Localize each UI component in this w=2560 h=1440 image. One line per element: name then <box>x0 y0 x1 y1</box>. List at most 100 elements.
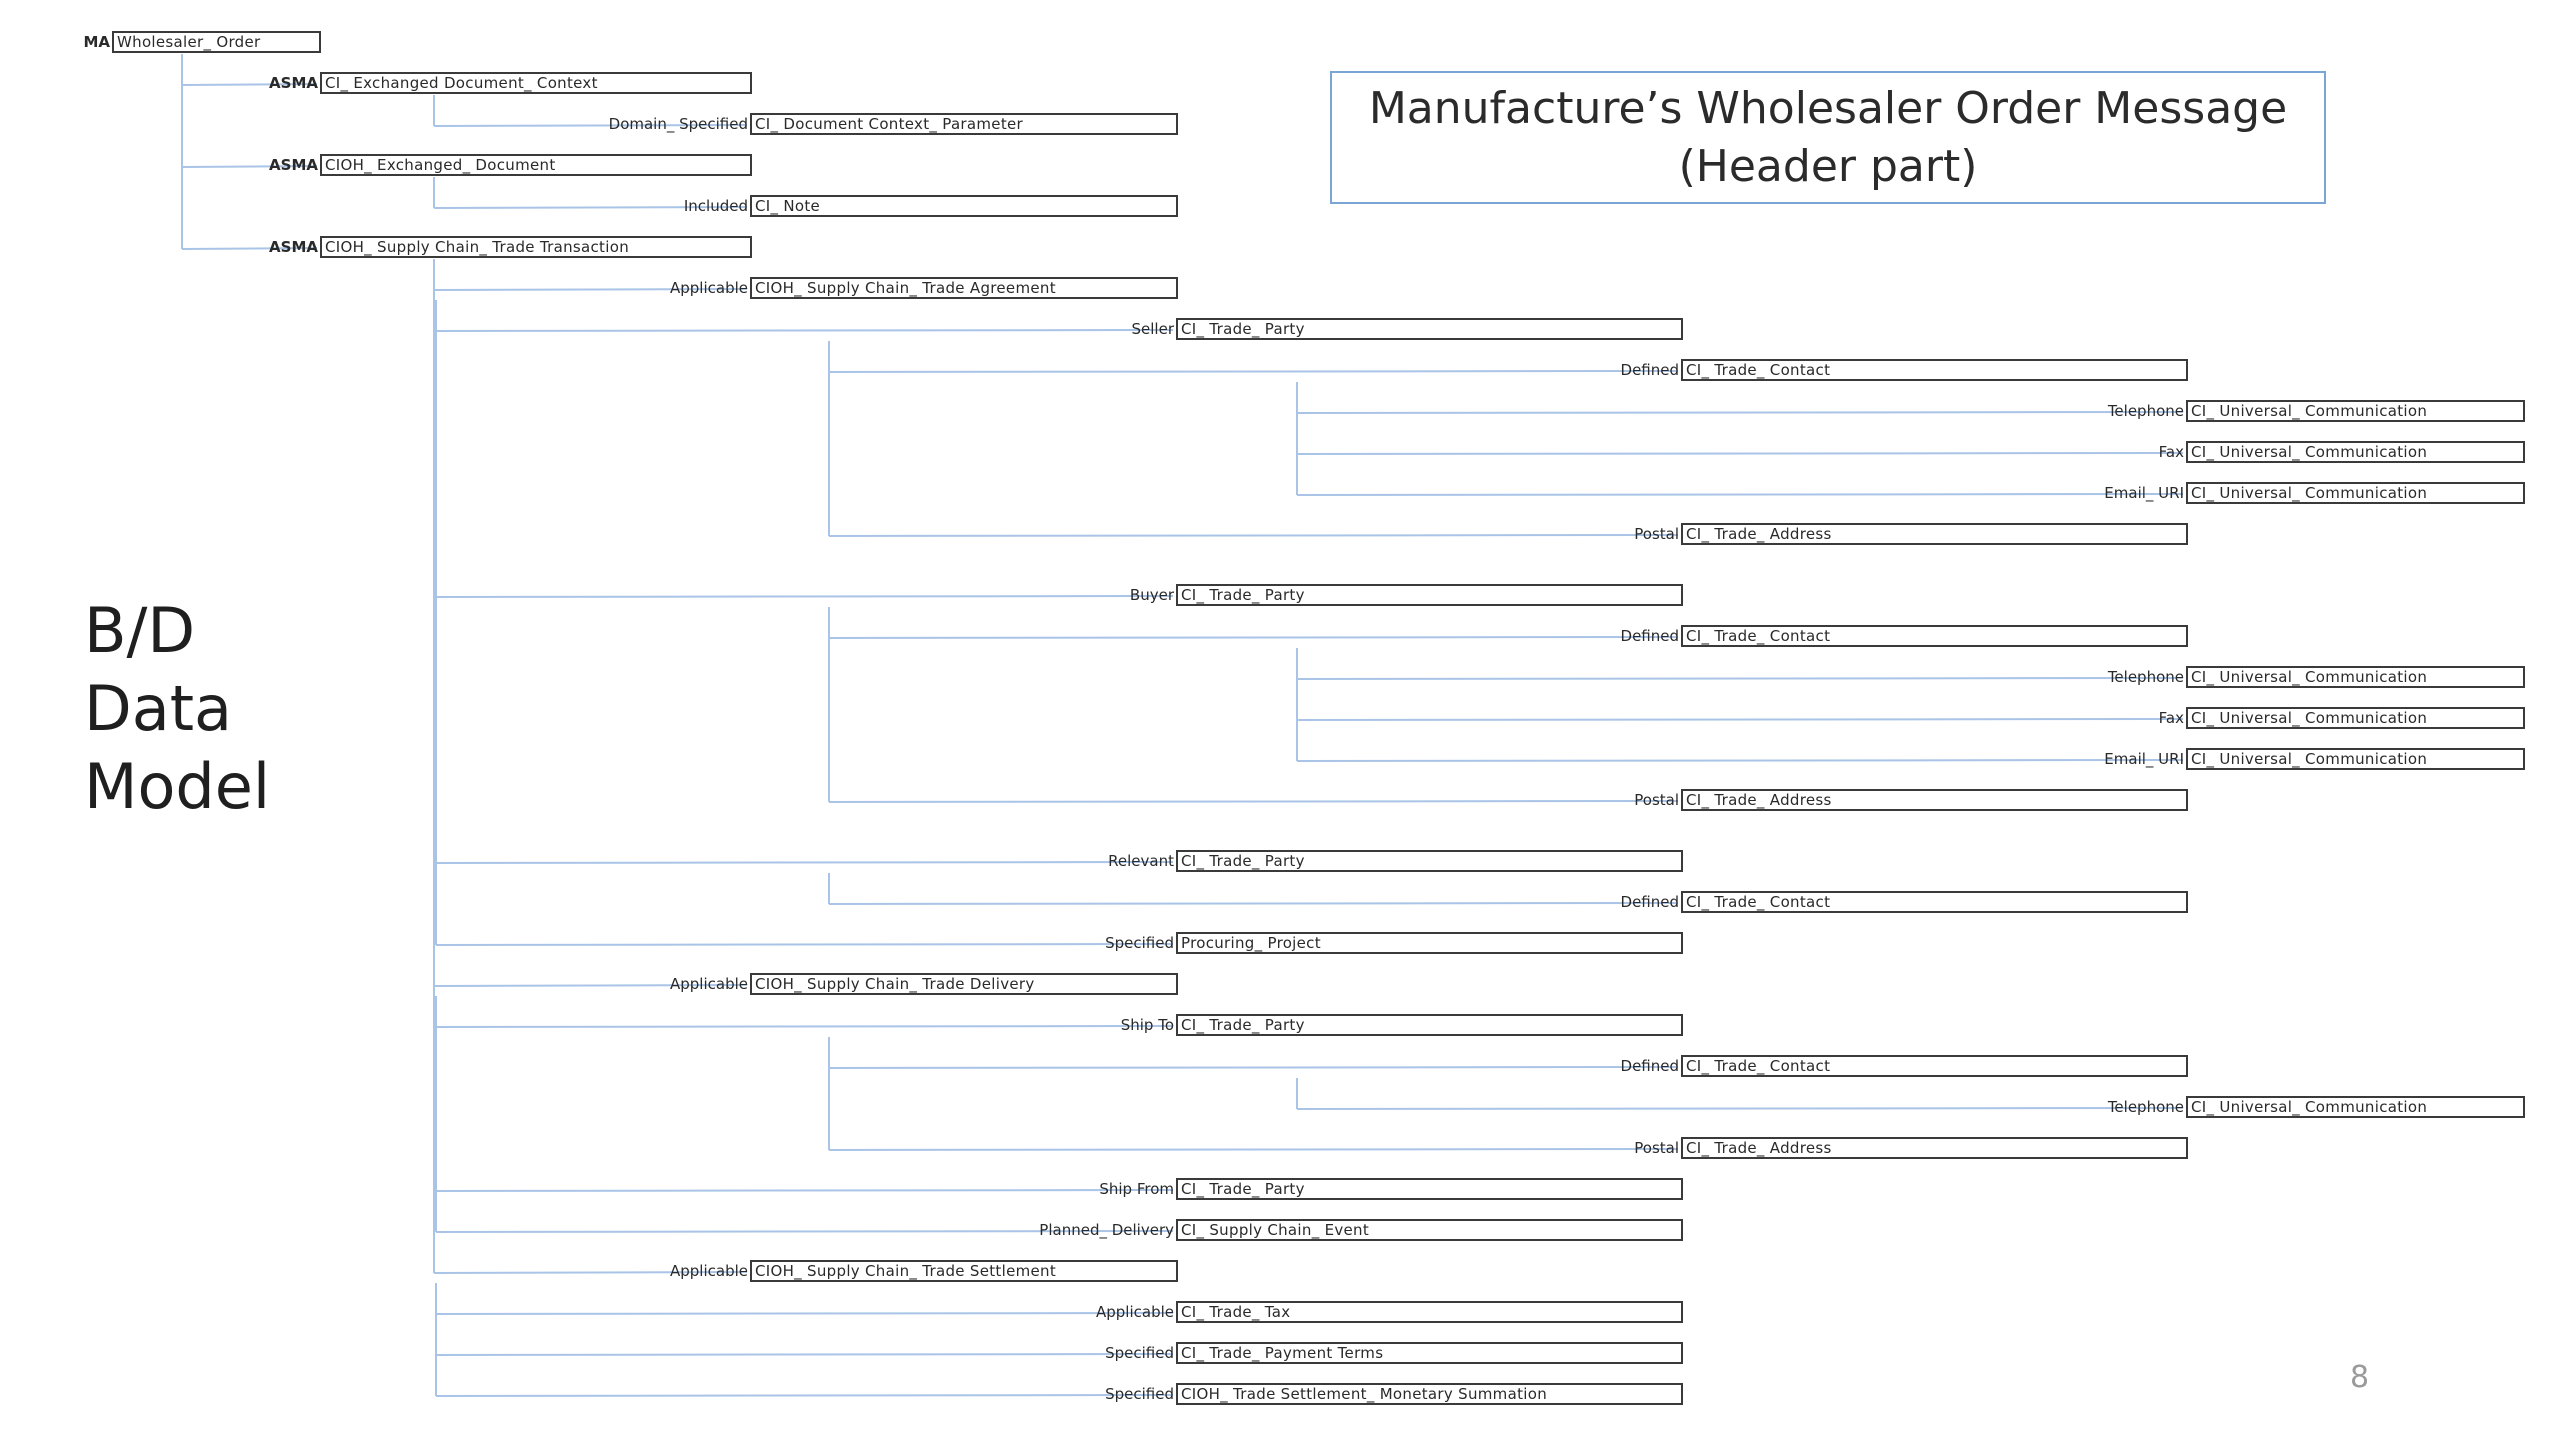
side-label-line-1: B/D <box>84 594 196 667</box>
class-box <box>750 113 1178 135</box>
class-name: CI_ Trade_ Contact <box>1686 1057 1830 1076</box>
association-label: Fax <box>2159 443 2184 461</box>
slide-title-line-2: (Header part) <box>1678 140 1978 192</box>
side-label-line-3: Model <box>84 750 271 823</box>
association-label: Relevant <box>1108 852 1174 870</box>
class-name: CIOH_ Supply Chain_ Trade Delivery <box>755 975 1035 994</box>
class-box <box>1681 1137 2188 1159</box>
association-label: Postal <box>1634 791 1679 809</box>
class-name: CI_ Universal_ Communication <box>2191 750 2427 769</box>
branch-n2 <box>181 165 318 168</box>
class-name: CI_ Universal_ Communication <box>2191 484 2427 503</box>
branch-n3 <box>181 247 318 250</box>
class-name: CI_ Trade_ Party <box>1181 320 1305 339</box>
branch-s_fax <box>1296 452 2184 455</box>
class-name: CI_ Trade_ Party <box>1181 1180 1305 1199</box>
side-label-line-2: Data <box>84 672 233 745</box>
class-name: CI_ Trade_ Party <box>1181 852 1305 871</box>
branch-proj <box>435 943 1174 946</box>
class-box <box>2186 482 2525 504</box>
association-label: Postal <box>1634 525 1679 543</box>
slide-title: Manufacture’s Wholesaler Order Message (… <box>1330 71 2326 204</box>
class-name: CI_ Universal_ Communication <box>2191 668 2427 687</box>
class-node: CIOH_ Trade Settlement_ Monetary Summati… <box>1105 1383 1683 1405</box>
class-name: CI_ Universal_ Communication <box>2191 709 2427 728</box>
branch-ag <box>433 288 748 291</box>
class-name: CI_ Trade_ Contact <box>1686 361 1830 380</box>
branch-st <box>433 1271 748 1274</box>
branch-b_post <box>828 800 1679 803</box>
class-node: CIOH_ Supply Chain_ Trade Delivery Applic… <box>670 973 1178 995</box>
association-label: Defined <box>1621 893 1679 911</box>
page-number: 8 <box>2350 1360 2370 1395</box>
class-node: CI_ Universal_ Communication Fax <box>2159 707 2525 729</box>
class-box <box>1176 1301 1683 1323</box>
branch-b_fax <box>1296 718 2184 721</box>
class-box <box>750 1260 1178 1282</box>
class-box <box>1681 789 2188 811</box>
association-label: Specified <box>1105 1385 1174 1403</box>
association-label: Defined <box>1621 627 1679 645</box>
class-name: CIOH_ Trade Settlement_ Monetary Summati… <box>1181 1385 1547 1404</box>
association-label: Applicable <box>670 975 748 993</box>
connector-lines <box>181 54 2184 1397</box>
association-label: Specified <box>1105 1344 1174 1362</box>
branch-st_tel <box>1296 1107 2184 1110</box>
class-name: CIOH_ Exchanged_ Document <box>325 156 556 175</box>
association-label: Applicable <box>1096 1303 1174 1321</box>
class-box <box>320 72 752 94</box>
class-name: CI_ Trade_ Address <box>1686 791 1832 810</box>
branch-st_def <box>828 1066 1679 1069</box>
association-label: Fax <box>2159 709 2184 727</box>
class-box <box>1681 891 2188 913</box>
class-name: CIOH_ Supply Chain_ Trade Agreement <box>755 279 1056 298</box>
class-box <box>1176 1342 1683 1364</box>
class-box <box>1176 1178 1683 1200</box>
class-name: CI_ Universal_ Communication <box>2191 443 2427 462</box>
branch-b_mail <box>1296 759 2184 762</box>
branch-s_mail <box>1296 493 2184 496</box>
class-name: CI_ Trade_ Address <box>1686 1139 1832 1158</box>
association-label: ASMA <box>269 74 318 92</box>
association-label: Ship To <box>1121 1016 1174 1034</box>
association-label: Included <box>684 197 748 215</box>
branch-n1a <box>433 124 748 127</box>
association-label: ASMA <box>269 156 318 174</box>
class-node: CI_ Universal_ Communication Telephone <box>2107 1096 2525 1118</box>
class-node: CI_ Exchanged Document_ Context ASMA <box>269 72 752 94</box>
class-name: CI_ Exchanged Document_ Context <box>325 74 598 93</box>
class-box <box>1176 318 1683 340</box>
class-box <box>750 277 1178 299</box>
association-label: Telephone <box>2107 668 2184 686</box>
class-name: Procuring_ Project <box>1181 934 1321 953</box>
association-label: Buyer <box>1130 586 1175 604</box>
class-box <box>1681 625 2188 647</box>
branch-planned <box>435 1230 1174 1233</box>
branch-seller <box>435 329 1174 332</box>
class-name: CI_ Supply Chain_ Event <box>1181 1221 1369 1240</box>
class-box <box>320 154 752 176</box>
branch-b_def <box>828 636 1679 639</box>
association-label: Applicable <box>670 1262 748 1280</box>
branch-s_post <box>828 534 1679 537</box>
class-node: CI_ Trade_ Address Postal <box>1634 789 2188 811</box>
side-label: B/D Data Model <box>84 592 270 826</box>
association-label: ASMA <box>269 238 318 256</box>
branch-tax <box>435 1312 1174 1315</box>
class-name: CI_ Universal_ Communication <box>2191 1098 2427 1117</box>
branch-s_def <box>828 370 1679 373</box>
branch-shipfrom <box>435 1189 1174 1192</box>
association-label: Telephone <box>2107 1098 2184 1116</box>
